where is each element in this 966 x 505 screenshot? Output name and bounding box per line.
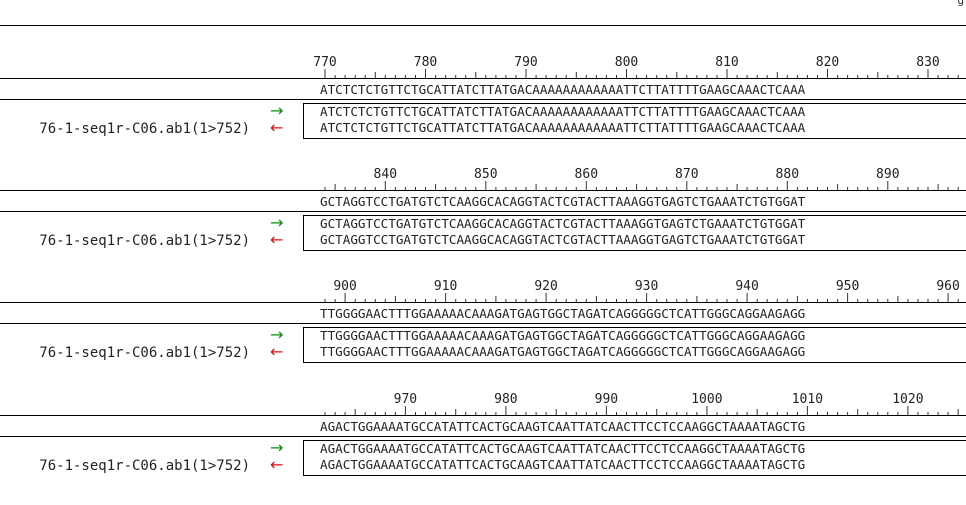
ruler-baseline [0,415,966,416]
forward-arrow-icon: → [270,213,284,232]
ruler-tick-label: 890 [876,167,899,182]
reverse-arrow-icon: ← [270,342,284,361]
consensus-divider [0,436,966,437]
ruler-tick-label: 820 [816,55,839,70]
ruler-tick-label: 770 [313,55,336,70]
forward-read-sequence[interactable]: TTGGGGAACTTTGGAAAAACAAAGATGAGTGGCTAGATCA… [320,328,806,343]
top-divider [0,25,966,26]
position-ruler: 970 980 990 1000 1010 1020 [324,392,959,415]
read-name-label[interactable]: 76-1-seq1r-C06.ab1(1>752) [39,121,250,137]
consensus-sequence[interactable]: AGACTGGAAAATGCCATATTCACTGCAAGTCAATTATCAA… [320,419,806,434]
forward-read-sequence[interactable]: ATCTCTCTGTTCTGCATTATCTTATGACAAAAAAAAAAAA… [320,104,806,119]
forward-arrow-icon: → [270,101,284,120]
consensus-divider [0,323,966,324]
forward-arrow-icon: → [270,438,284,457]
read-name-label[interactable]: 76-1-seq1r-C06.ab1(1>752) [39,233,250,249]
forward-read-sequence[interactable]: GCTAGGTCCTGATGTCTCAAGGCACAGGTACTCGTACTTA… [320,216,806,231]
ruler-tick-label: 870 [675,167,698,182]
read-box[interactable] [303,103,966,139]
consensus-sequence[interactable]: ATCTCTCTGTTCTGCATTATCTTATGACAAAAAAAAAAAA… [320,82,806,97]
consensus-divider [0,211,966,212]
reverse-arrow-icon: ← [270,118,284,137]
ruler-tick-label: 1010 [792,392,823,407]
ruler-tick-label: 970 [394,392,417,407]
consensus-divider [0,99,966,100]
ruler-tick-label: 1020 [892,392,923,407]
ruler-tick-label: 1000 [691,392,722,407]
ruler-tick-label: 960 [936,279,959,294]
position-ruler: 840 850 860 870 880 890 [324,167,959,190]
forward-arrow-icon: → [270,325,284,344]
position-ruler: 900 910 920 930 940 950 960 [324,279,960,302]
consensus-sequence[interactable]: GCTAGGTCCTGATGTCTCAAGGCACAGGTACTCGTACTTA… [320,194,806,209]
ruler-tick-label: 860 [575,167,598,182]
ruler-baseline [0,302,966,303]
reverse-read-sequence[interactable]: TTGGGGAACTTTGGAAAAACAAAGATGAGTGGCTAGATCA… [320,344,806,359]
read-box[interactable] [303,327,966,363]
read-box[interactable] [303,215,966,251]
ruler-tick-label: 840 [374,167,397,182]
ruler-tick-label: 800 [615,55,638,70]
corner-text: g [957,0,964,7]
reverse-arrow-icon: ← [270,230,284,249]
ruler-baseline [0,190,966,191]
ruler-tick-label: 810 [715,55,738,70]
forward-read-sequence[interactable]: AGACTGGAAAATGCCATATTCACTGCAAGTCAATTATCAA… [320,441,806,456]
ruler-tick-label: 930 [635,279,658,294]
ruler-tick-label: 830 [916,55,939,70]
read-box[interactable] [303,440,966,476]
ruler-tick-label: 790 [514,55,537,70]
consensus-sequence[interactable]: TTGGGGAACTTTGGAAAAACAAAGATGAGTGGCTAGATCA… [320,306,806,321]
read-name-label[interactable]: 76-1-seq1r-C06.ab1(1>752) [39,345,250,361]
ruler-tick-label: 950 [836,279,859,294]
reverse-read-sequence[interactable]: ATCTCTCTGTTCTGCATTATCTTATGACAAAAAAAAAAAA… [320,120,806,135]
ruler-tick-label: 900 [333,279,356,294]
reverse-arrow-icon: ← [270,455,284,474]
ruler-tick-label: 990 [595,392,618,407]
ruler-tick-label: 980 [494,392,517,407]
ruler-tick-label: 880 [776,167,799,182]
position-ruler: 770 780 790 800 810 820 830 [313,55,959,78]
ruler-tick-label: 850 [474,167,497,182]
reverse-read-sequence[interactable]: AGACTGGAAAATGCCATATTCACTGCAAGTCAATTATCAA… [320,457,806,472]
reverse-read-sequence[interactable]: GCTAGGTCCTGATGTCTCAAGGCACAGGTACTCGTACTTA… [320,232,806,247]
read-name-label[interactable]: 76-1-seq1r-C06.ab1(1>752) [39,458,250,474]
ruler-baseline [0,78,966,79]
ruler-tick-label: 920 [534,279,557,294]
ruler-tick-label: 780 [414,55,437,70]
ruler-tick-label: 910 [434,279,457,294]
ruler-tick-label: 940 [735,279,758,294]
